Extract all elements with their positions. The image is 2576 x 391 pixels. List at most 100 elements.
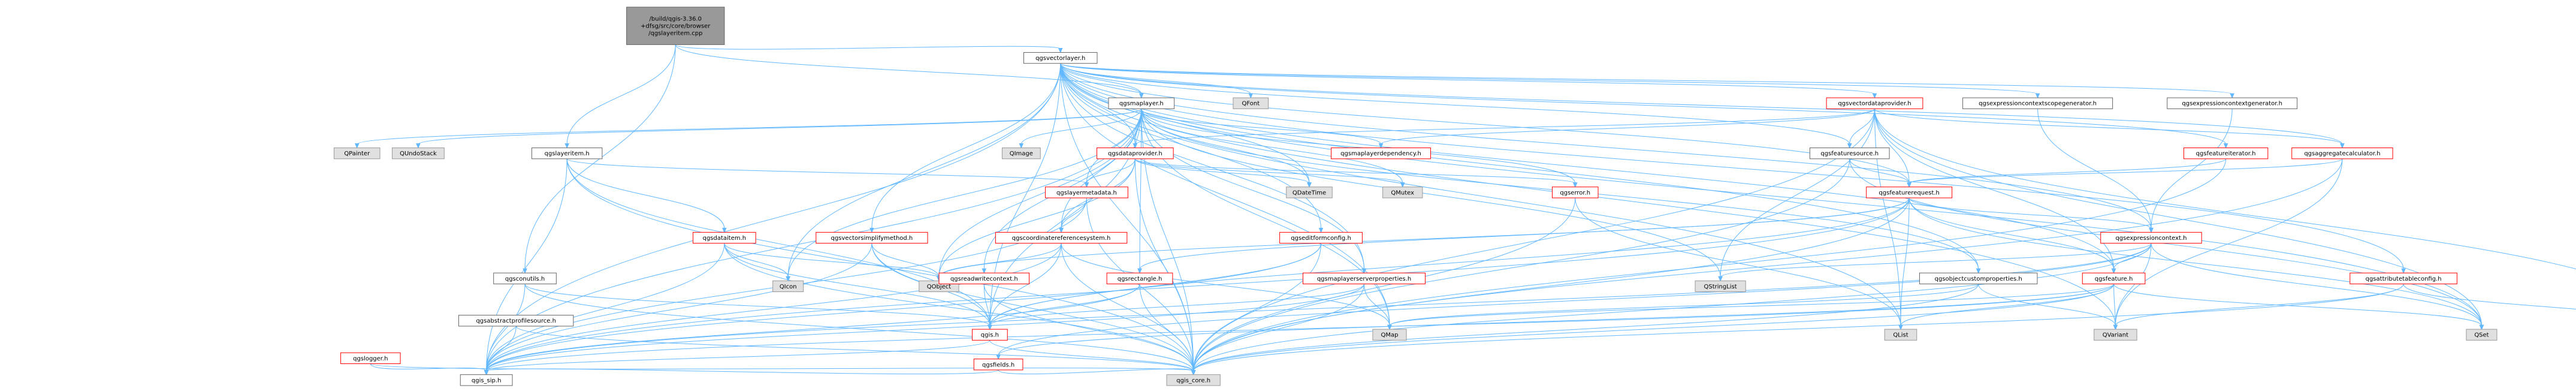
node-box [1023,52,1098,64]
dependency-edge [566,158,1087,184]
graph-node-qset: QSet [2466,329,2498,341]
dependency-edge [1061,243,1194,371]
graph-node-lmd[interactable]: qgslayermetadata.h [1045,187,1128,198]
graph-node-sip[interactable]: qgis_sip.h [460,374,513,386]
dependency-edge [486,63,1061,371]
graph-node-di[interactable]: qgsdataitem.h [693,231,756,244]
dependency-edge [370,363,1194,372]
edge-arrowhead [484,370,489,375]
node-label: qgsmaplayerdependency.h [1340,151,1421,157]
dependency-edge [1193,284,2404,371]
node-label: qgis.h [981,332,999,339]
dependency-edge [1389,284,1979,326]
node-box [460,374,513,386]
graph-node-ec[interactable]: qgsexpressioncontext.h [2100,231,2202,244]
graph-node-rwc[interactable]: qgsreadwritecontext.h [938,272,1030,284]
dependency-edge [1364,284,1390,326]
node-box [1001,148,1041,160]
graph-node-crs[interactable]: qgscoordinatereferencesystem.h [995,231,1128,244]
node-label: /qgslayeritem.cpp [648,31,702,37]
node-box [626,7,725,45]
edge-arrowhead [786,276,790,282]
graph-node-fields[interactable]: qgsfields.h [973,359,1023,371]
graph-node-ecsg[interactable]: qgsexpressioncontextscopegenerator.h [1962,97,2113,109]
node-box [2094,329,2137,341]
dependency-edge [566,44,676,145]
dependency-edge [1060,63,1136,145]
graph-node-rect[interactable]: qgsrectangle.h [1106,272,1173,284]
dependency-edge [1908,197,2482,326]
node-label: qgseditformconfig.h [1291,235,1351,242]
graph-node-qgish[interactable]: qgis.h [972,329,1008,341]
node-box [1382,187,1423,198]
graph-node-ecg[interactable]: qgsexpressioncontextgenerator.h [2167,97,2298,109]
graph-node-fit[interactable]: qgsfeatureiterator.h [2183,148,2269,160]
dependency-edge [871,243,1194,371]
graph-node-fr[interactable]: qgsfeaturerequest.h [1866,187,1953,198]
graph-node-feat[interactable]: qgsfeature.h [2082,272,2146,284]
dependency-edge [524,284,990,326]
node-box [1866,187,1953,198]
graph-node-qfont: QFont [1233,97,1269,109]
graph-node-qimage: QImage [1001,148,1041,160]
edge-arrowhead [1019,143,1024,149]
dependency-edge [1874,109,2482,326]
node-label: qgsfeatureiterator.h [2196,151,2256,157]
edge-arrowhead [2223,143,2228,149]
edge-arrowhead [1318,227,1324,233]
node-box [2349,272,2457,284]
graph-node-mld[interactable]: qgsmaplayerdependency.h [1331,148,1431,160]
graph-node-logger[interactable]: qgslogger.h [340,352,401,364]
graph-node-dp[interactable]: qgsdataprovider.h [1097,148,1174,160]
dependency-edge [1060,63,1876,95]
dependency-edge [983,284,990,326]
graph-node-mlsp[interactable]: qgsmaplayerserverproperties.h [1302,272,1426,284]
dependency-edge [357,108,1142,145]
node-box [333,148,380,160]
node-box [1097,148,1174,160]
dependency-edge [1575,197,1901,326]
node-label: qgis_sip.h [472,377,502,384]
node-label: QSet [2474,332,2489,339]
graph-node-vsm[interactable]: qgsvectorsimplifymethod.h [816,231,928,244]
dependency-edge [2113,284,2482,326]
node-box [2183,148,2269,160]
graph-node-ml[interactable]: qgsmaplayer.h [1108,97,1175,109]
node-box [1302,272,1426,284]
dependency-edge [1908,158,2227,184]
graph-node-efc[interactable]: qgseditformconfig.h [1279,231,1363,244]
graph-node-abc[interactable]: qgsattributetableconfig.h [2349,272,2457,284]
dependency-edge [486,243,872,371]
graph-node-agg[interactable]: qgsaggregatecalculator.h [2291,148,2393,160]
node-box [938,272,1030,284]
dependency-edge [787,63,1061,278]
graph-node-aps[interactable]: qgsabstractprofilesource.h [458,315,574,327]
edge-arrowhead [982,268,987,274]
dependency-edge [486,326,517,371]
node-box [1331,148,1431,160]
graph-node-cu[interactable]: qgsconutils.h [493,272,557,284]
edge-arrowhead [1718,276,1723,282]
node-box [1286,187,1333,198]
graph-node-ocp[interactable]: qgsobjectcustomproperties.h [1919,272,2038,284]
graph-node-err[interactable]: qgserror.h [1551,187,1599,198]
graph-node-vdp[interactable]: qgsvectordataprovider.h [1826,97,1923,109]
dependency-edge [1141,109,1721,278]
dependency-edge [989,243,1062,326]
graph-node-fs[interactable]: qgsfeaturesource.h [1809,148,1890,160]
edge-arrowhead [1059,227,1064,233]
graph-node-qsl: QStringList [1695,280,1746,292]
dependency-edge [486,284,2115,371]
dependency-edge [524,284,1194,371]
edge-arrowhead [1907,182,1911,188]
graph-node-root[interactable]: /build/qgis-3.36.0+dfsg/src/core/browser… [626,7,725,45]
node-box [1962,97,2113,109]
dependency-edge [1874,108,2343,145]
node-label: qgsfields.h [982,362,1014,368]
dependency-edge [938,109,1142,278]
dependency-edge [675,44,1061,50]
graph-node-vl[interactable]: qgsvectorlayer.h [1023,52,1098,64]
edge-arrowhead [869,227,874,233]
graph-node-li[interactable]: qgslayeritem.h [531,148,603,160]
edge-arrowhead [2340,143,2345,149]
